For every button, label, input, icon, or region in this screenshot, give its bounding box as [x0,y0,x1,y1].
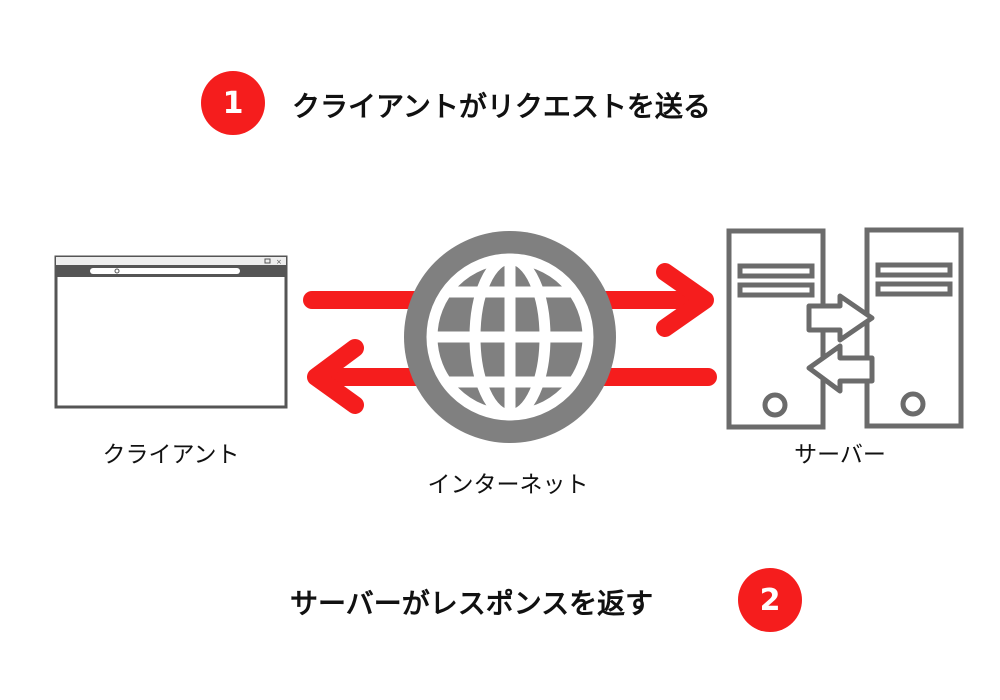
browser-window-icon: × [54,255,288,409]
svg-text:×: × [276,258,282,266]
step-1-text: クライアントがリクエストを送る [292,90,711,123]
step-1-badge: 1 [201,71,265,135]
server-icon [726,227,964,430]
step-2-text: サーバーがレスポンスを返す [290,587,654,620]
internet-label: インターネット [427,472,589,498]
client-label: クライアント [102,442,240,468]
globe-icon [404,231,616,443]
step-2-badge: 2 [738,568,802,632]
server-label: サーバー [794,442,886,468]
